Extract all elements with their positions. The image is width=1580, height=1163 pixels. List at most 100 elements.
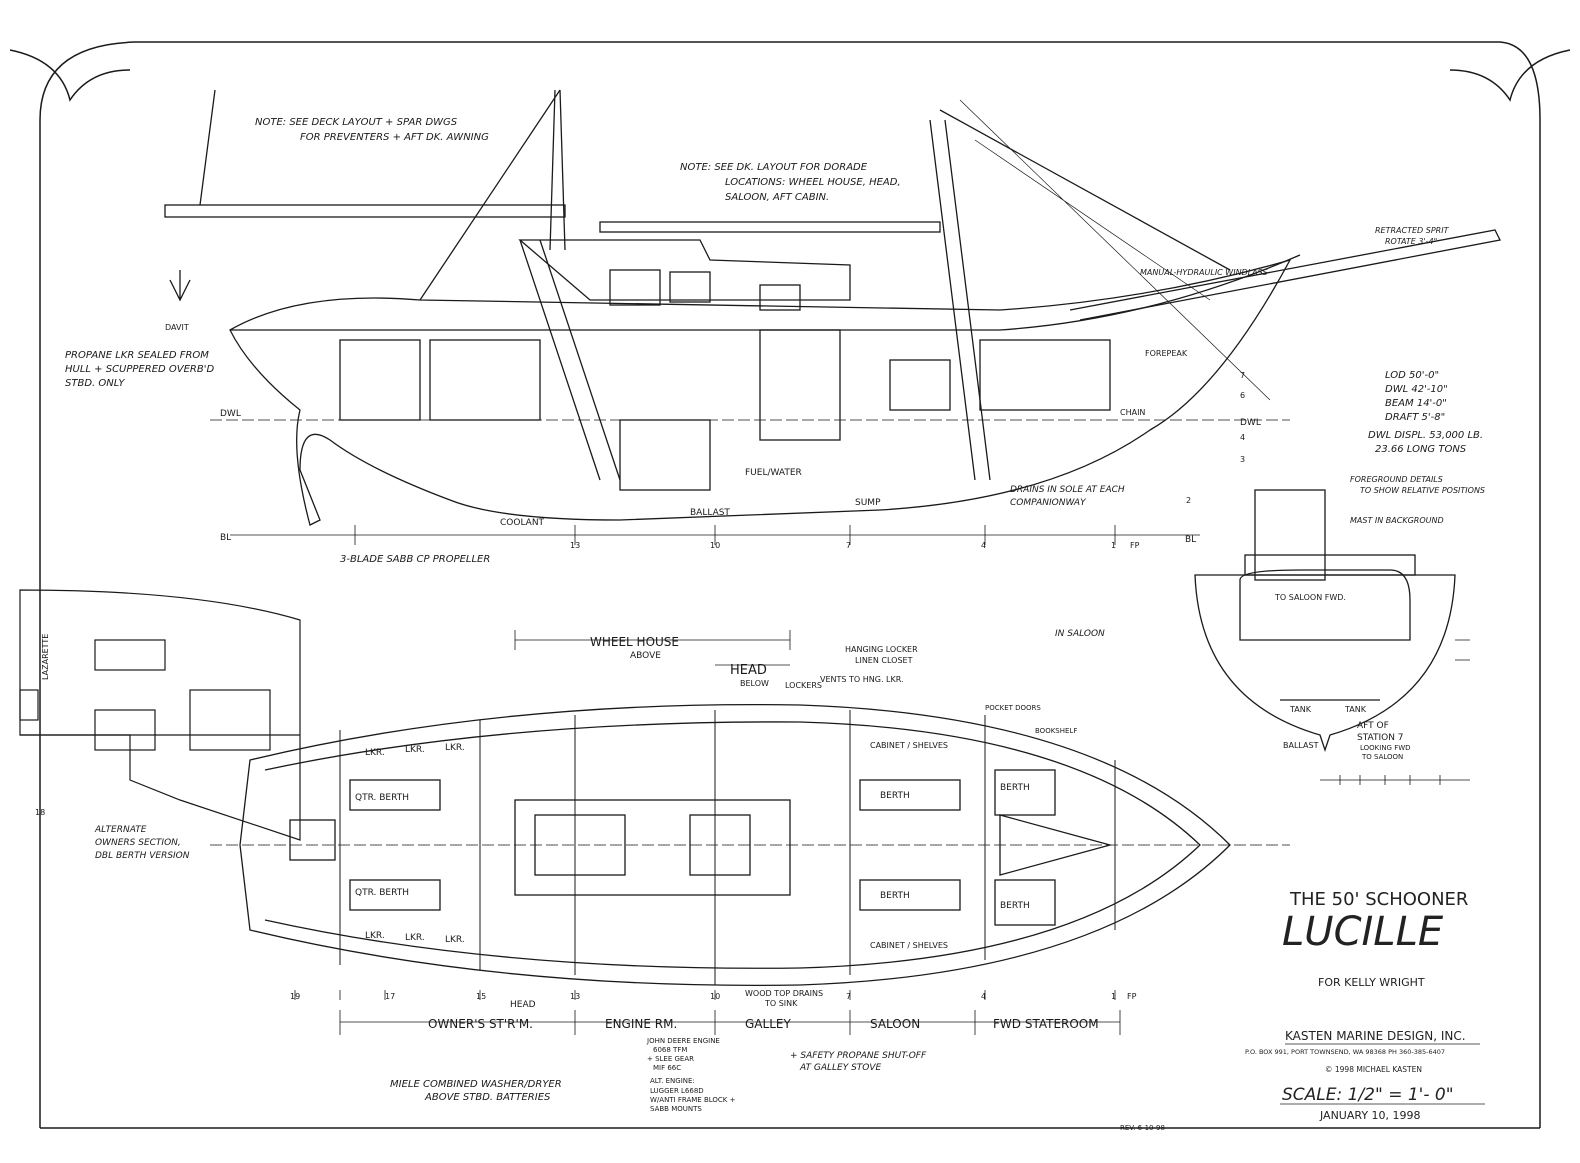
engine-note: W/ANTI FRAME BLOCK + (650, 1096, 736, 1104)
specs-block: LOD 50'-0" DWL 42'-10" BEAM 14'-0" DRAFT… (1368, 370, 1483, 455)
lkr-label-4: LKR. (365, 931, 385, 941)
engine-note: LUGGER L668D (650, 1087, 704, 1095)
station-label: 15 (476, 992, 486, 1001)
drains-note-2: COMPANIONWAY (1010, 498, 1087, 508)
pocket-doors-note: POCKET DOORS (985, 704, 1041, 712)
engine-note: 6068 TFM (653, 1046, 687, 1054)
spec-tons: 23.66 LONG TONS (1375, 444, 1467, 455)
station-label: 17 (385, 992, 395, 1001)
windlass-note: MANUAL-HYDRAULIC WINDLASS (1140, 268, 1268, 277)
waterline-label: 6 (1240, 391, 1245, 400)
wood-top-note-2: TO SINK (764, 999, 798, 1008)
spec-draft: DRAFT 5'-8" (1385, 412, 1445, 423)
bookshelf-note: BOOKSHELF (1035, 727, 1077, 735)
station-label: 1 (1111, 992, 1116, 1001)
station-label: 18 (35, 808, 45, 817)
tank-label: TANK (1289, 705, 1312, 714)
spec-beam: BEAM 14'-0" (1385, 398, 1447, 409)
aft-station-note-3: LOOKING FWD (1360, 744, 1411, 752)
profile-stations: 13 10 7 4 1 FP (570, 541, 1140, 550)
station-label: FP (1130, 541, 1140, 550)
cabinet-label-2: CABINET / SHELVES (870, 941, 948, 950)
waterline-label: 4 (1240, 433, 1245, 442)
plan-stations: 19 18 17 15 13 10 7 4 1 FP (35, 808, 1137, 1001)
washer-note: MIELE COMBINED WASHER/DRYER (390, 1079, 562, 1090)
spec-dwl: DWL 42'-10" (1385, 384, 1448, 395)
station-label: 10 (710, 541, 720, 550)
note-deck-layout: NOTE: SEE DECK LAYOUT + SPAR DWGS (255, 117, 458, 128)
plan-view (210, 630, 1290, 1035)
engine-note: JOHN DEERE ENGINE (646, 1037, 720, 1045)
propane-note-3: STBD. ONLY (65, 378, 125, 389)
dwl-right-label: DWL (1240, 418, 1261, 428)
propane-note-2: HULL + SCUPPERED OVERB'D (65, 364, 214, 375)
alt-owners-note-3: DBL BERTH VERSION (95, 851, 190, 861)
section-view (1194, 489, 1470, 785)
qtr-berth-label: QTR. BERTH (355, 793, 409, 803)
title-block: THE 50' SCHOONER LUCILLE FOR KELLY WRIGH… (1245, 889, 1485, 1122)
alt-owners-note: ALTERNATE (94, 825, 147, 835)
berth-label: BERTH (880, 791, 910, 801)
lazarette-label: LAZARETTE (41, 634, 50, 680)
engine-note: MIF 66C (653, 1064, 681, 1072)
note-dorade-3: SALOON, AFT CABIN. (725, 192, 829, 203)
berth-label-2: BERTH (880, 891, 910, 901)
spec-lod: LOD 50'-0" (1385, 370, 1439, 381)
lockers-label: LOCKERS (785, 681, 822, 690)
hanging-locker-note: HANGING LOCKER (845, 645, 918, 654)
aft-station-note-4: TO SALOON (1361, 753, 1403, 761)
lkr-label-2: LKR. (405, 745, 425, 755)
ballast-label: BALLAST (690, 508, 730, 518)
mast-bg-note: MAST IN BACKGROUND (1350, 516, 1444, 525)
compartment-galley: GALLEY (745, 1017, 791, 1031)
lkr-label: LKR. (365, 748, 385, 758)
bl-label-right: BL (1185, 535, 1196, 545)
station-label: FP (1127, 992, 1137, 1001)
waterline-label: 3 (1240, 455, 1245, 464)
sump-label: SUMP (855, 498, 881, 508)
station-label: 19 (290, 992, 300, 1001)
alternate-owners-section (19, 589, 301, 841)
note-dorade: NOTE: SEE DK. LAYOUT FOR DORADE (680, 162, 868, 173)
head-below: BELOW (740, 679, 769, 688)
berth-label-3: BERTH (1000, 783, 1030, 793)
wheelhouse-above: ABOVE (630, 651, 661, 661)
station-label: 7 (846, 541, 851, 550)
head-bottom-label: HEAD (510, 1000, 536, 1010)
safety-note-2: AT GALLEY STOVE (799, 1063, 882, 1073)
forepeak-label: FOREPEAK (1145, 349, 1188, 358)
compartment-engine: ENGINE RM. (605, 1017, 677, 1031)
linen-note: LINEN CLOSET (855, 656, 913, 665)
waterline-label: 2 (1186, 496, 1191, 505)
chain-label: CHAIN (1120, 408, 1145, 417)
alt-owners-note-2: OWNERS SECTION, (95, 838, 181, 848)
bl-label: BL (220, 533, 231, 543)
title-for: FOR KELLY WRIGHT (1318, 976, 1425, 989)
safety-note: + SAFETY PROPANE SHUT-OFF (790, 1051, 927, 1061)
compartment-saloon: SALOON (870, 1017, 920, 1031)
tank-label-2: TANK (1344, 705, 1367, 714)
wheelhouse-label: WHEEL HOUSE (590, 635, 679, 649)
engine-note: + SLEE GEAR (647, 1055, 694, 1063)
spec-displ: DWL DISPL. 53,000 LB. (1368, 430, 1483, 441)
coolant-label: COOLANT (500, 518, 545, 528)
title-copyright: © 1998 MICHAEL KASTEN (1325, 1065, 1422, 1074)
note-dorade-2: LOCATIONS: WHEEL HOUSE, HEAD, (725, 177, 901, 188)
station-label: 13 (570, 992, 580, 1001)
berth-label-4: BERTH (1000, 901, 1030, 911)
to-saloon-label: TO SALOON FWD. (1274, 593, 1346, 602)
ballast-section-label: BALLAST (1283, 741, 1319, 750)
davit-label: DAVIT (165, 323, 189, 332)
title-date: JANUARY 10, 1998 (1319, 1109, 1421, 1122)
in-saloon-note: IN SALOON (1055, 629, 1105, 639)
station-label: 4 (981, 992, 986, 1001)
qtr-berth-label-2: QTR. BERTH (355, 888, 409, 898)
propane-note: PROPANE LKR SEALED FROM (65, 350, 209, 361)
compartment-labels: OWNER'S ST'R'M. ENGINE RM. GALLEY SALOON… (428, 1017, 1099, 1031)
drawing-border (9, 41, 1571, 1129)
aft-station-note: AFT OF (1357, 721, 1389, 731)
revision-label: REV. 6-10-98 (1120, 1124, 1165, 1132)
station-label: 4 (981, 541, 986, 550)
station-label: 7 (846, 992, 851, 1001)
